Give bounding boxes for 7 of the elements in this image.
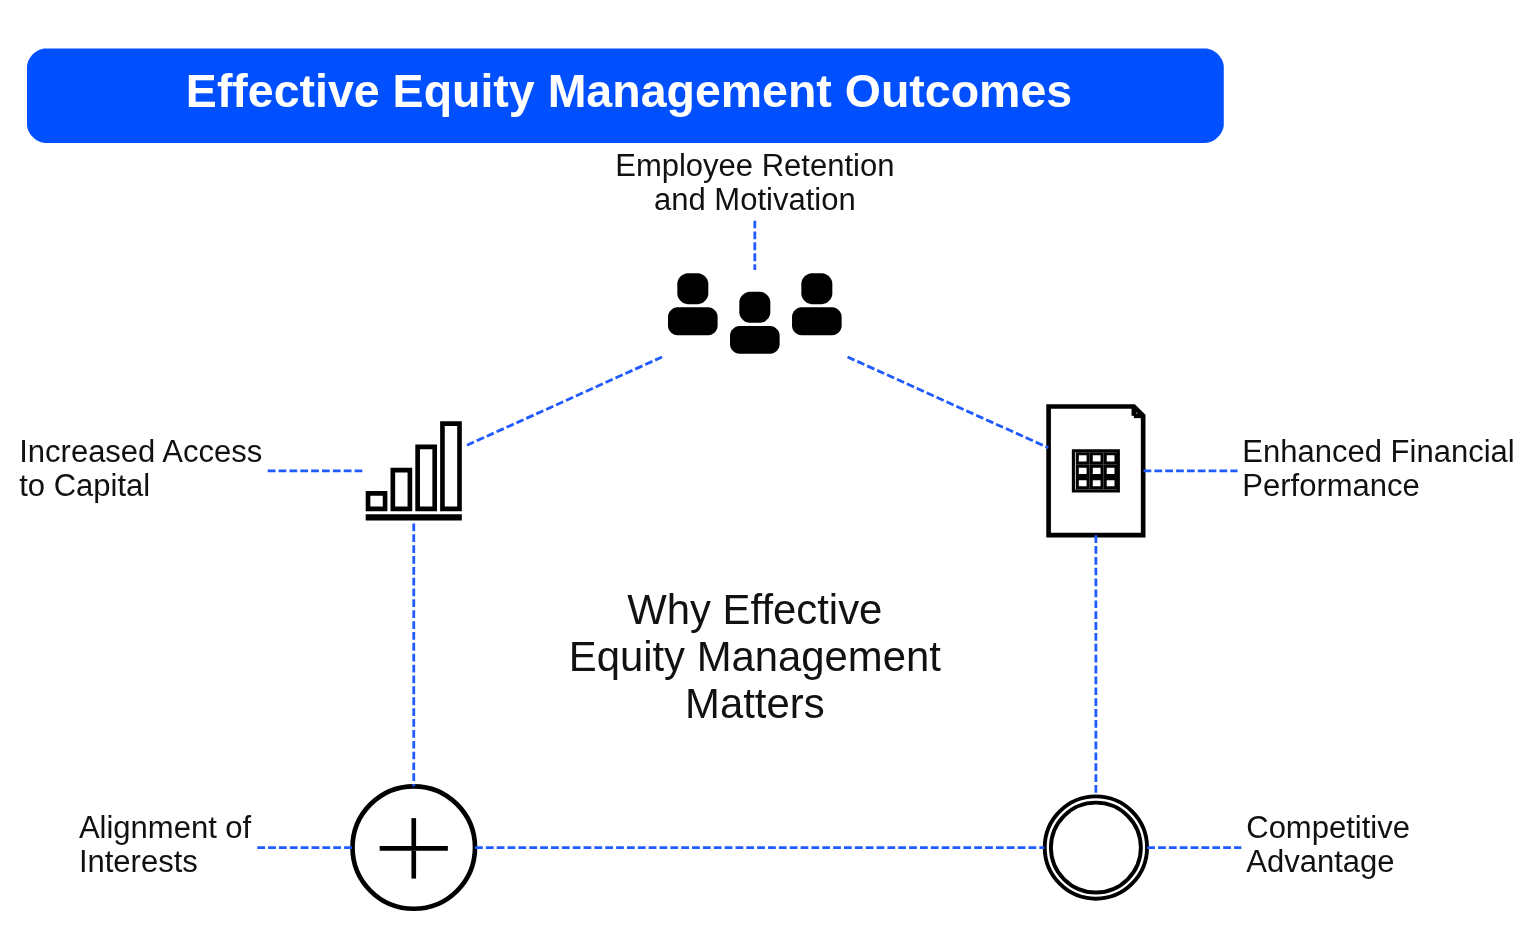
node-text: Enhanced Financial Performance (1242, 433, 1515, 503)
label: Why Effective Equity Management Matters (568, 585, 941, 726)
node-text: Competitive Advantage (1246, 809, 1410, 879)
node-text: Employee Retention and Motivation (615, 147, 895, 217)
node-text: Alignment of Interests (78, 809, 252, 879)
node-text: Increased Access to Capital (19, 433, 263, 503)
diagram-title: Effective Equity Management Outcomes (185, 64, 1073, 117)
